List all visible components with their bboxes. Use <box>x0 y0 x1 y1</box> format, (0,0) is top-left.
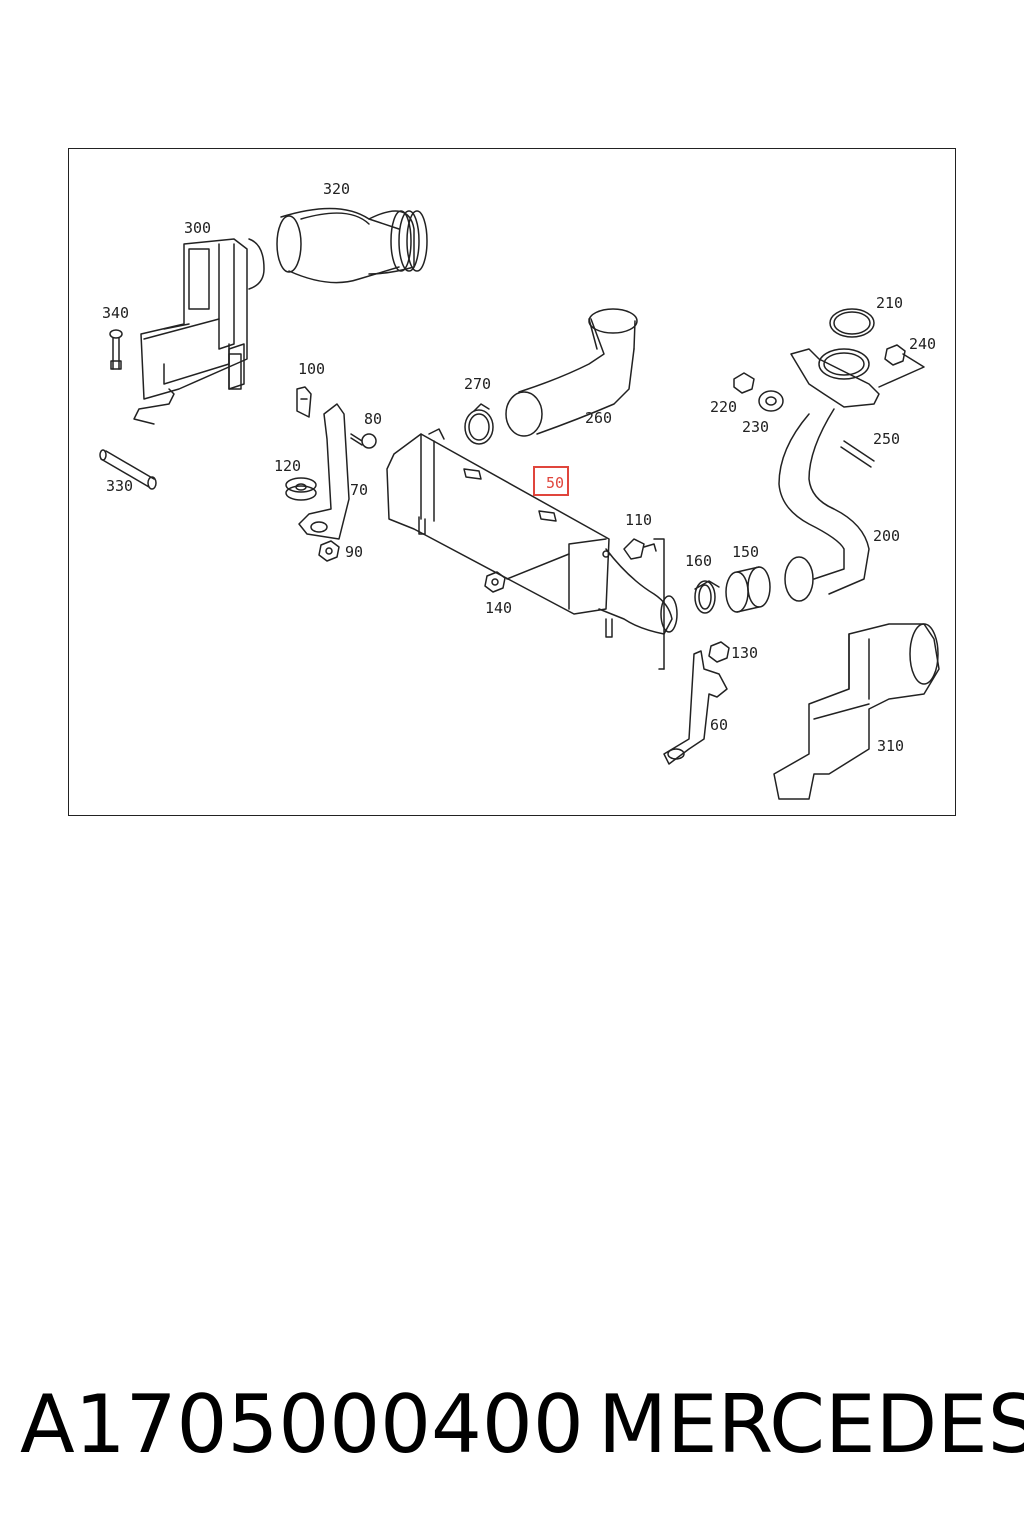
nut-240 <box>878 344 925 388</box>
bolt-340 <box>109 329 123 370</box>
hose-260 <box>505 308 638 437</box>
callout-250: 250 <box>873 430 901 448</box>
hose-150 <box>725 566 771 613</box>
callout-100: 100 <box>298 360 326 378</box>
o-ring-210 <box>829 308 875 338</box>
stud-250 <box>840 440 875 468</box>
callout-80: 80 <box>364 410 383 428</box>
leader-line-110 <box>653 538 665 670</box>
callout-340: 340 <box>102 304 130 322</box>
brand-name: MERCEDES <box>598 1378 1024 1471</box>
callout-140: 140 <box>485 599 513 617</box>
grommet-120 <box>285 477 317 501</box>
parts-diagram-drawing <box>99 207 940 800</box>
nut-130 <box>708 641 730 663</box>
clip-100 <box>296 386 312 418</box>
stud-110 <box>623 538 657 560</box>
callout-310: 310 <box>877 737 905 755</box>
callout-260: 260 <box>585 409 613 427</box>
bolt-80 <box>350 433 377 449</box>
air-intake-pipe-320 <box>276 207 428 284</box>
bracket-60 <box>663 650 728 765</box>
part-caption: A1705000400 MERCEDES <box>0 1370 1024 1480</box>
right-duct-bracket-310 <box>773 623 940 800</box>
callout-230: 230 <box>742 418 770 436</box>
callout-210: 210 <box>876 294 904 312</box>
callout-70: 70 <box>350 481 369 499</box>
callout-200: 200 <box>873 527 901 545</box>
callout-240: 240 <box>909 335 937 353</box>
part-number: A1705000400 <box>20 1378 584 1471</box>
callout-120: 120 <box>274 457 302 475</box>
rod-330 <box>99 449 157 490</box>
callout-270: 270 <box>464 375 492 393</box>
callout-330: 330 <box>106 477 134 495</box>
callout-300: 300 <box>184 219 212 237</box>
bracket-70 <box>298 403 350 540</box>
callout-50: 50 <box>546 474 565 492</box>
highlighted-callout-box <box>533 466 569 496</box>
callout-60: 60 <box>710 716 729 734</box>
charge-pipe-200 <box>778 348 880 602</box>
nut-90 <box>318 540 340 562</box>
nut-140 <box>484 553 570 593</box>
callout-320: 320 <box>323 180 351 198</box>
callout-110: 110 <box>625 511 653 529</box>
clamp-270 <box>464 403 494 445</box>
intercooler-50 <box>386 428 678 638</box>
left-duct-bracket-300 <box>133 238 265 425</box>
bolt-220 <box>733 372 755 394</box>
callout-150: 150 <box>732 543 760 561</box>
callout-130: 130 <box>731 644 759 662</box>
callout-90: 90 <box>345 543 364 561</box>
grommet-230 <box>758 390 784 412</box>
callout-160: 160 <box>685 552 713 570</box>
parts-diagram: 320 300 340 330 100 80 120 70 90 270 260… <box>68 148 956 816</box>
callout-220: 220 <box>710 398 738 416</box>
clamp-160 <box>694 580 720 614</box>
